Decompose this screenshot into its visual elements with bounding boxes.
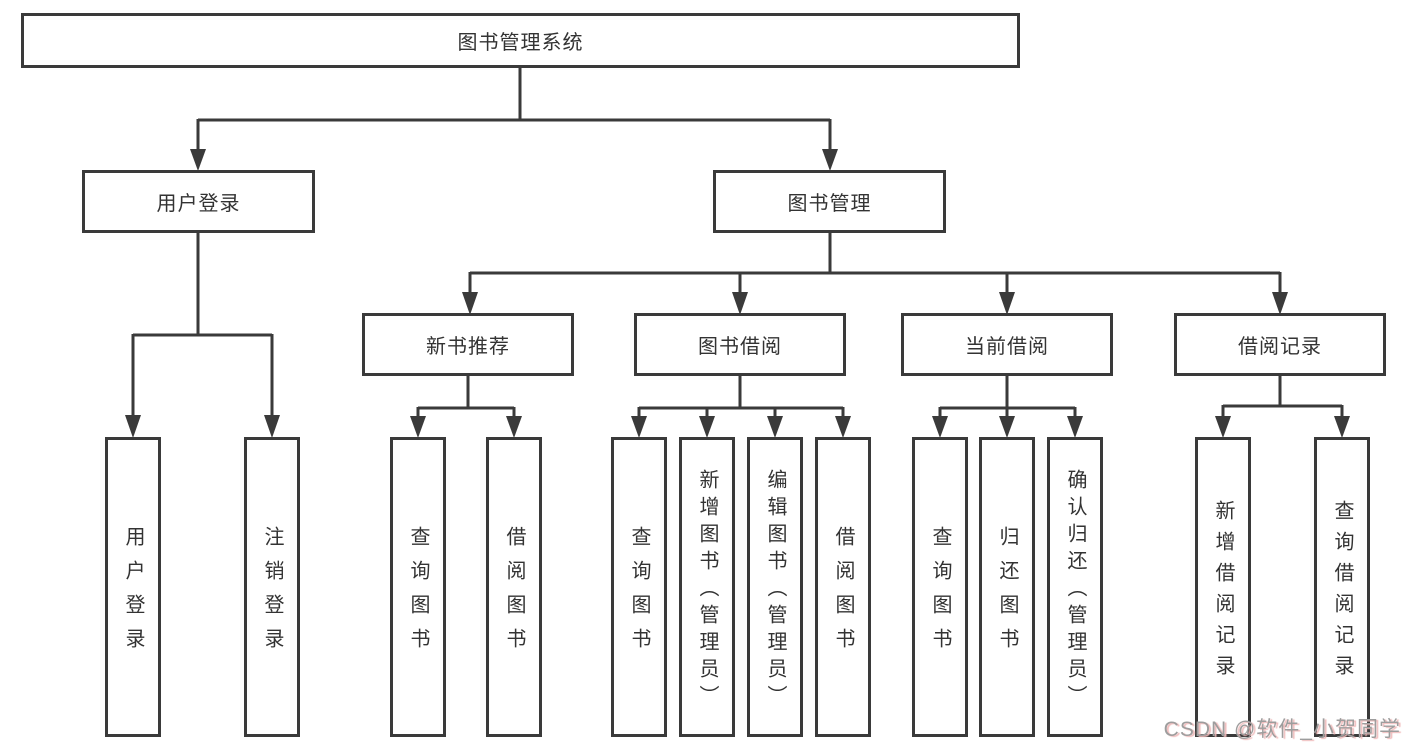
connector-user-login [125,233,280,438]
connector-book-borrow [631,376,851,438]
leaf-edit-books-admin: 编辑图书（管理员） [747,437,803,737]
node-label: 归还图书 [996,526,1018,662]
leaf-add-books-admin: 新增图书（管理员） [679,437,735,737]
connector-new-book-recommend [410,376,522,438]
leaf-return-books: 归还图书 [979,437,1035,737]
node-label: 借阅记录 [1238,336,1322,358]
node-current-borrow: 当前借阅 [901,313,1113,376]
node-borrow-records: 借阅记录 [1174,313,1386,376]
node-new-book-recommend: 新书推荐 [362,313,574,376]
node-label: 图书管理系统 [457,32,584,54]
node-label: 注销登录 [261,526,283,662]
node-book-borrow: 图书借阅 [634,313,846,376]
leaf-borrow-books-recommend: 借阅图书 [486,437,542,737]
node-label: 借阅图书 [832,526,854,662]
csdn-watermark: CSDN @软件_小贺同学 [1163,718,1401,741]
connector-borrow-records [1215,376,1350,438]
connector-root [190,68,838,171]
node-label: 新增借阅记录 [1212,499,1234,686]
node-label: 新增图书（管理员） [696,469,718,712]
node-label: 查询图书 [929,526,951,662]
leaf-search-borrow-record: 查询借阅记录 [1314,437,1370,737]
leaf-search-books-recommend: 查询图书 [390,437,446,737]
connector-book-mgmt [462,233,1288,315]
node-label: 图书借阅 [698,336,782,358]
node-label: 新书推荐 [426,336,510,358]
node-label: 编辑图书（管理员） [764,469,786,712]
node-label: 当前借阅 [965,336,1049,358]
node-label: 查询图书 [628,526,650,662]
node-label: 用户登录 [122,526,144,662]
leaf-borrow-books: 借阅图书 [815,437,871,737]
node-label: 确认归还（管理员） [1064,469,1086,712]
node-label: 借阅图书 [503,526,525,662]
node-label: 图书管理 [787,193,872,215]
connector-current-borrow [932,376,1083,438]
leaf-user-login: 用户登录 [105,437,161,737]
node-book-mgmt: 图书管理 [713,170,946,233]
node-user-login: 用户登录 [82,170,315,233]
node-library-system: 图书管理系统 [21,13,1020,68]
leaf-add-borrow-record: 新增借阅记录 [1195,437,1251,737]
leaf-search-books-borrow: 查询图书 [611,437,667,737]
leaf-search-books-current: 查询图书 [912,437,968,737]
node-label: 查询图书 [407,526,429,662]
node-label: 查询借阅记录 [1331,499,1353,686]
leaf-logout: 注销登录 [244,437,300,737]
node-label: 用户登录 [156,193,241,215]
leaf-confirm-return-admin: 确认归还（管理员） [1047,437,1103,737]
